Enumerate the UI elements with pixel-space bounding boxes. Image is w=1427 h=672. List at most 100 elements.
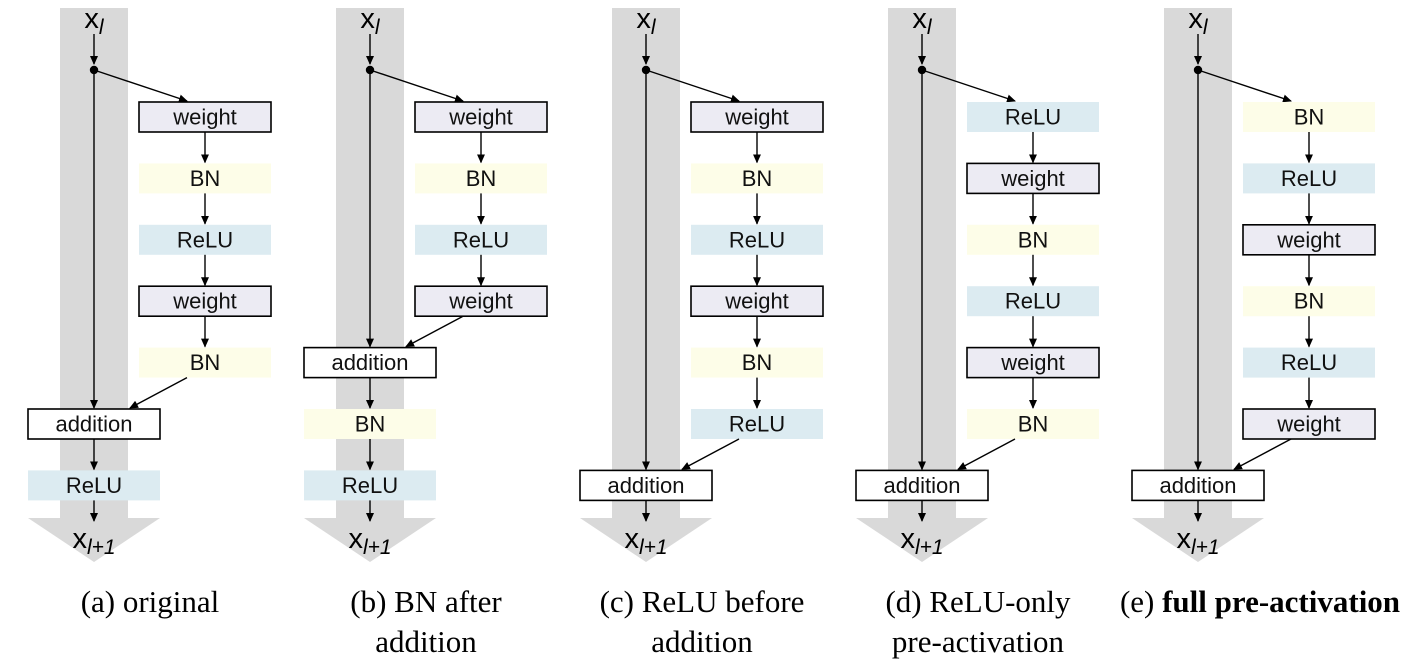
merge-arrow-b [405, 315, 464, 348]
addition-b-box [303, 346, 437, 379]
caption-c-text: (c) ReLU before addition [599, 584, 805, 659]
addition-d-label: addition [883, 473, 960, 498]
caption-e-text: (e) [1119, 584, 1163, 619]
output-label-a-subscript: l+1 [87, 536, 116, 559]
input-label-a-subscript: l [99, 16, 105, 39]
residual-a-3-box [139, 224, 271, 255]
output-label-a: xl+1 [72, 523, 115, 559]
residual-d-3-label: BN [1018, 227, 1049, 252]
branch-arrow-c [645, 69, 740, 103]
addition-a-box [27, 408, 161, 440]
residual-a-2-label: BN [190, 166, 221, 191]
caption-e: (e) full pre-activation [1100, 582, 1420, 622]
residual-e-6-box [1242, 408, 1376, 440]
residual-c-6-box [691, 409, 823, 439]
residual-b-3-label: ReLU [453, 227, 509, 252]
output-label-d-base: x [900, 523, 915, 555]
input-label-c-base: x [636, 3, 651, 35]
residual-e-4-label: BN [1294, 289, 1325, 314]
output-label-e-base: x [1176, 523, 1191, 555]
residual-e-3-label: weight [1276, 227, 1341, 252]
caption-a: (a) original [20, 582, 280, 622]
output-label-d: xl+1 [900, 523, 943, 559]
residual-c-6-label: ReLU [729, 412, 785, 437]
input-label-d-base: x [912, 3, 927, 35]
residual-e-1-box [1243, 102, 1375, 132]
input-label-e: xl [1188, 3, 1209, 39]
residual-b-3-box [415, 224, 547, 255]
output-label-d-subscript: l+1 [915, 536, 944, 559]
residual-b-4-label: weight [448, 289, 513, 314]
residual-e-1-label: BN [1294, 105, 1325, 130]
residual-d-3-box [967, 224, 1099, 255]
residual-a-1-label: weight [172, 105, 237, 130]
residual-d-1-label: ReLU [1005, 105, 1061, 130]
residual-b-2-label: BN [466, 166, 497, 191]
addition-a-label: addition [55, 412, 132, 437]
residual-a-4-box [138, 285, 272, 318]
residual-b-1-box [414, 101, 548, 133]
post-a-1-label: ReLU [66, 473, 122, 498]
caption-c: (c) ReLU before addition [572, 582, 832, 662]
residual-d-6-label: BN [1018, 412, 1049, 437]
residual-b-4-box [414, 285, 548, 318]
residual-d-5-label: weight [1000, 350, 1065, 375]
caption-e-bold: full pre-activation [1162, 584, 1401, 619]
residual-a-3-label: ReLU [177, 227, 233, 252]
output-label-c-base: x [624, 523, 639, 555]
residual-c-5-label: BN [742, 350, 773, 375]
input-label-c-subscript: l [651, 16, 657, 39]
residual-d-5-box [966, 346, 1100, 379]
post-b-1-box [304, 409, 436, 439]
residual-c-2-box [691, 163, 823, 194]
residual-e-2-box [1243, 163, 1375, 194]
residual-d-6-box [967, 409, 1099, 439]
residual-a-5-label: BN [190, 350, 221, 375]
input-label-b-base: x [360, 3, 375, 35]
input-label-a-base: x [84, 3, 99, 35]
input-label-a: xl [84, 3, 105, 39]
output-label-e: xl+1 [1176, 523, 1219, 559]
residual-c-4-label: weight [724, 289, 789, 314]
output-label-a-base: x [72, 523, 87, 555]
addition-c-label: addition [607, 473, 684, 498]
input-label-d-subscript: l [927, 16, 933, 39]
merge-arrow-c [681, 438, 740, 471]
caption-d-text: (d) ReLU-only pre-activation [885, 584, 1071, 659]
residual-e-6-label: weight [1276, 412, 1341, 437]
residual-c-3-box [691, 224, 823, 255]
addition-e-label: addition [1159, 473, 1236, 498]
post-b-1-label: BN [355, 412, 386, 437]
residual-e-2-label: ReLU [1281, 166, 1337, 191]
input-label-e-subscript: l [1203, 16, 1209, 39]
residual-a-2-box [139, 163, 271, 194]
residual-a-5-box [139, 347, 271, 378]
caption-b-text: (b) BN after addition [350, 584, 502, 659]
merge-arrow-e [1233, 438, 1292, 471]
residual-e-3-box [1242, 224, 1376, 256]
input-label-c: xl [636, 3, 657, 39]
output-label-b-subscript: l+1 [363, 536, 392, 559]
caption-b: (b) BN after addition [296, 582, 556, 662]
addition-b-label: addition [331, 350, 408, 375]
residual-c-1-label: weight [724, 105, 789, 130]
output-label-e-subscript: l+1 [1191, 536, 1220, 559]
input-label-e-base: x [1188, 3, 1203, 35]
residual-c-2-label: BN [742, 166, 773, 191]
merge-arrow-a [129, 376, 188, 409]
caption-a-text: (a) original [80, 584, 220, 619]
post-a-1-box [28, 470, 160, 501]
post-b-2-label: ReLU [342, 473, 398, 498]
input-label-b-subscript: l [375, 16, 381, 39]
residual-b-2-box [415, 163, 547, 194]
residual-a-4-label: weight [172, 289, 237, 314]
residual-e-5-label: ReLU [1281, 350, 1337, 375]
residual-c-5-box [691, 347, 823, 378]
residual-b-1-label: weight [448, 105, 513, 130]
input-label-d: xl [912, 3, 933, 39]
